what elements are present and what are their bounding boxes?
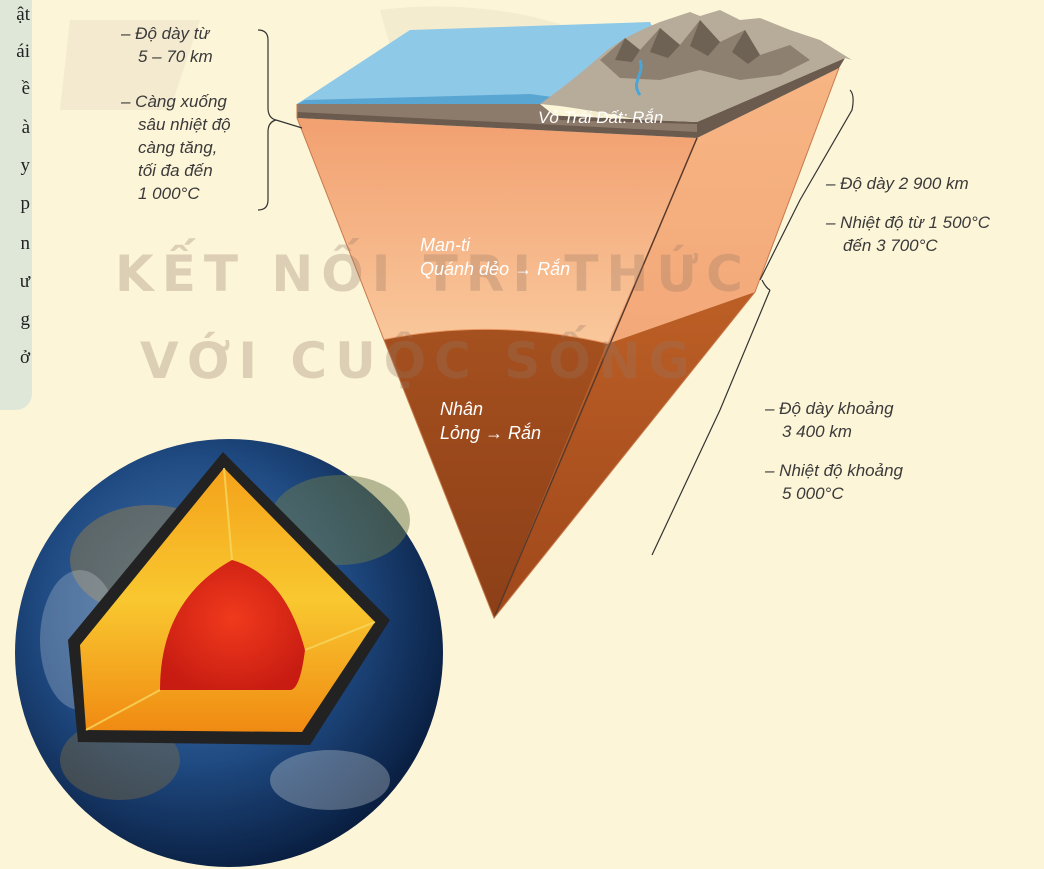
mantle-label-line: Quánh dẻo → Rắn — [420, 259, 571, 279]
core-note-line: – Nhiệt độ khoảng — [765, 461, 903, 480]
crust-right-layer — [697, 58, 845, 138]
watermark-line-2: VỚI CUỘC SỐNG — [140, 332, 698, 390]
crust-note-line: 1 000°C — [138, 184, 200, 203]
sidebar-text-fragment: ư — [19, 271, 30, 292]
core-left-face — [384, 329, 607, 618]
sidebar-text-fragment: g — [20, 309, 31, 330]
sidebar-text-fragment: à — [21, 117, 30, 138]
sidebar-text-fragment: n — [20, 233, 31, 254]
mantle-bracket — [759, 89, 854, 281]
crust-note-line: sâu nhiệt độ — [138, 115, 231, 134]
mantle-note-line: – Độ dày 2 900 km — [826, 174, 969, 193]
crust-note-line: – Càng xuống — [121, 92, 227, 111]
core-label-line: Lỏng → Rắn — [440, 423, 542, 443]
core-note-line: – Độ dày khoảng — [765, 399, 894, 418]
text-sidebar: ật ái ề à y p n ư g ở — [0, 0, 32, 410]
sidebar-text-fragment: ái — [16, 41, 30, 62]
core-note-line: 5 000°C — [782, 484, 844, 503]
crust-bracket — [257, 29, 277, 211]
crust-note-line: càng tăng, — [138, 138, 218, 157]
mantle-right-face — [607, 68, 839, 344]
globe-cutaway-core — [160, 560, 305, 690]
mantle-label-line: Man-ti — [420, 235, 471, 255]
sidebar-text-fragment: y — [20, 155, 31, 176]
crust-label: Vỏ Trái Đất: Rắn — [538, 108, 664, 127]
mantle-note-line: – Nhiệt độ từ 1 500°C — [826, 213, 991, 232]
sidebar-text-fragment: ở — [19, 347, 30, 368]
crust-note-line: 5 – 70 km — [138, 47, 213, 66]
sidebar-text-fragment: ật — [16, 4, 30, 25]
watermark-line-1: KẾT NỐI TRI THỨC — [115, 245, 751, 303]
mantle-left-face — [297, 118, 697, 344]
sidebar-text-fragment: p — [20, 193, 31, 214]
core-note-line: 3 400 km — [782, 422, 852, 441]
mantle-note-line: đến 3 700°C — [843, 236, 938, 255]
core-bracket — [651, 289, 771, 556]
crust-note-line: – Độ dày từ — [121, 24, 210, 43]
sidebar-text-fragment: ề — [21, 78, 30, 99]
core-label-line: Nhân — [440, 399, 484, 419]
crust-note-line: tối đa đến — [138, 161, 213, 180]
